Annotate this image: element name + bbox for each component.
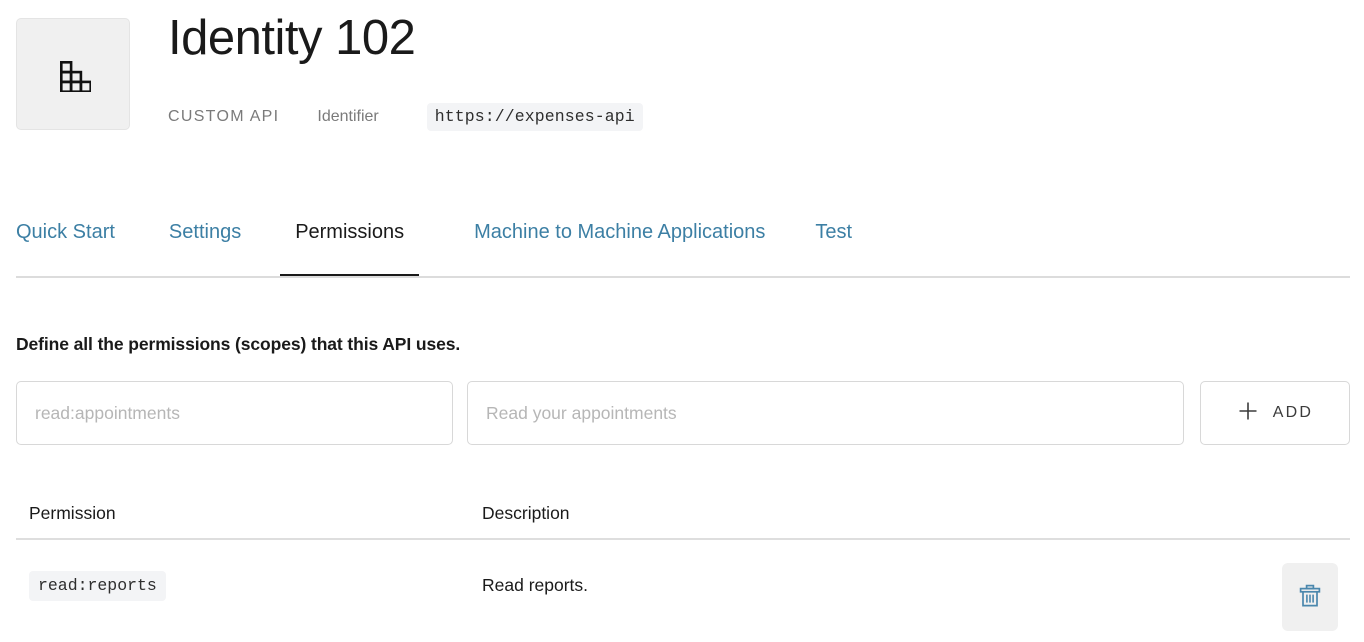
trash-icon (1299, 584, 1321, 611)
permission-scope-badge: read:reports (29, 571, 166, 601)
scope-description-input[interactable] (467, 381, 1184, 445)
api-logo-tile (16, 18, 130, 130)
table-row: read:reports Read reports. (0, 554, 1364, 632)
permissions-table: Permission Description read:reports Read… (0, 490, 1364, 631)
tab-machine-to-machine-applications[interactable]: Machine to Machine Applications (474, 221, 766, 243)
identifier-label: Identifier (317, 108, 379, 125)
tab-quick-start[interactable]: Quick Start (16, 221, 115, 243)
column-header-description: Description (482, 503, 570, 523)
identifier-value-badge: https://expenses-api (426, 103, 643, 131)
add-button-label: ADD (1272, 404, 1314, 421)
page-title: Identity 102 (168, 11, 416, 65)
delete-permission-button[interactable] (1282, 563, 1338, 631)
tab-bar-divider (16, 276, 1350, 278)
tab-settings[interactable]: Settings (168, 221, 242, 243)
page-header: Identity 102 CUSTOM API Identifier https… (0, 0, 1364, 150)
table-header-divider (16, 538, 1350, 540)
add-permission-form: ADD (0, 381, 1364, 445)
api-meta-row: CUSTOM API Identifier https://expenses-a… (168, 103, 643, 131)
table-header-row: Permission Description (0, 490, 1364, 540)
tab-list: Quick Start Settings Permissions Machine… (16, 215, 853, 277)
add-permission-button[interactable]: ADD (1200, 381, 1350, 445)
tab-permissions[interactable]: Permissions (280, 215, 420, 277)
column-header-permission: Permission (29, 503, 116, 523)
permission-description-text: Read reports. (482, 575, 589, 595)
scope-name-input[interactable] (16, 381, 453, 445)
plus-icon (1237, 400, 1259, 427)
api-type-label: CUSTOM API (168, 108, 280, 125)
permissions-description: Define all the permissions (scopes) that… (16, 334, 461, 354)
tab-test[interactable]: Test (815, 221, 853, 243)
tab-bar: Quick Start Settings Permissions Machine… (0, 215, 1364, 278)
